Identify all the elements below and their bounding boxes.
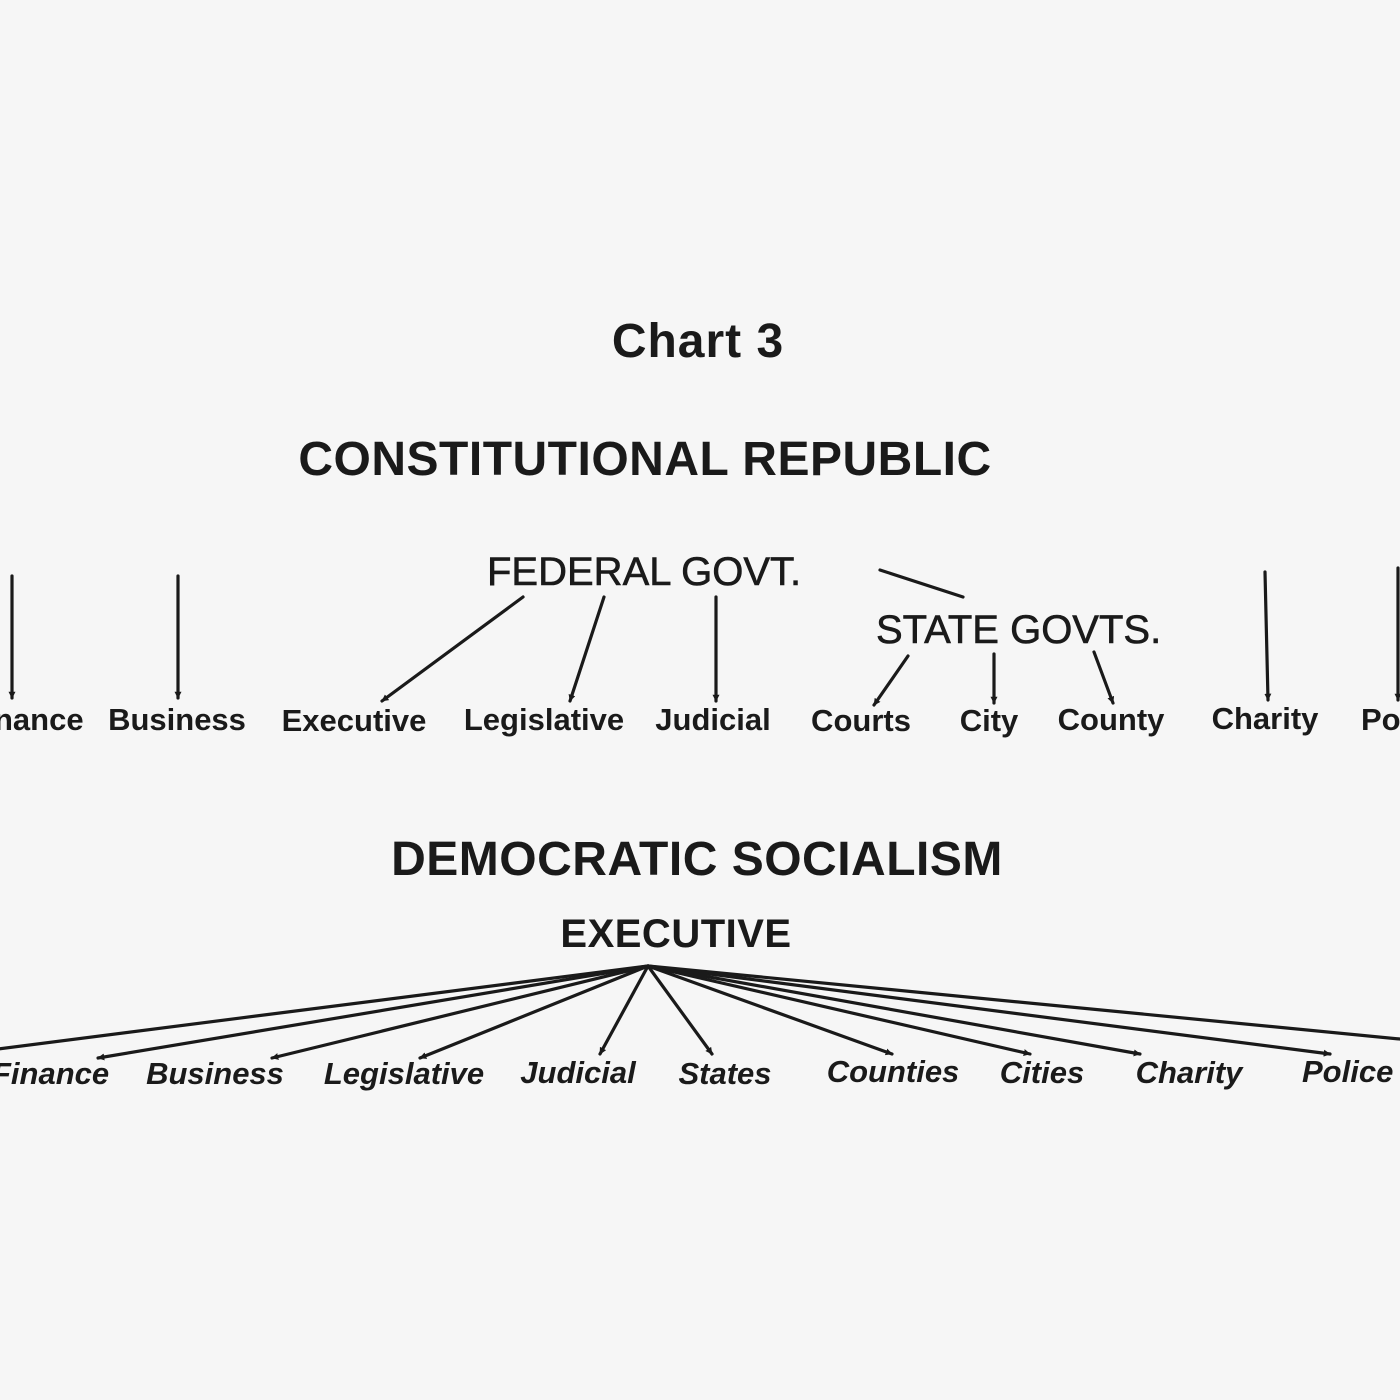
republic-item-finance: nance xyxy=(0,702,84,737)
socialism-item-states: States xyxy=(678,1056,772,1091)
republic-item-executive: Executive xyxy=(281,703,427,738)
arrow-exec-to-charity xyxy=(646,964,1142,1057)
arrow-exec-to-cities xyxy=(646,964,1032,1056)
federal-govt-label: FEDERAL GOVT. xyxy=(487,550,802,594)
republic-item-legislative: Legislative xyxy=(463,702,625,737)
socialism-item-finance: Finance xyxy=(0,1056,110,1091)
arrow-federal-to-legislative xyxy=(568,595,606,703)
socialism-heading: DEMOCRATIC SOCIALISM xyxy=(391,833,1003,886)
arrow-federal-to-executive xyxy=(380,595,525,703)
arrow-to-charity xyxy=(1263,570,1272,702)
republic-item-business: Business xyxy=(108,702,246,737)
socialism-item-police: Police xyxy=(1302,1054,1394,1089)
socialism-item-legislative: Legislative xyxy=(323,1056,485,1091)
arrow-state-to-courts xyxy=(872,654,910,707)
republic-heading: CONSTITUTIONAL REPUBLIC xyxy=(298,433,992,486)
republic-item-charity: Charity xyxy=(1211,701,1319,736)
socialism-item-charity: Charity xyxy=(1135,1055,1243,1090)
republic-item-police: Po xyxy=(1361,702,1400,737)
arrow-state-to-county xyxy=(1092,650,1115,705)
fan-edge-right xyxy=(646,964,1400,1041)
executive-label: EXECUTIVE xyxy=(560,912,792,956)
fan-edge-left xyxy=(0,964,650,1051)
republic-item-judicial: Judicial xyxy=(655,702,771,737)
arrow-exec-to-business xyxy=(270,964,650,1060)
chart-title: Chart 3 xyxy=(611,315,785,368)
arrow-exec-to-police xyxy=(646,964,1332,1057)
republic-item-county: County xyxy=(1057,702,1165,737)
socialism-item-judicial: Judicial xyxy=(520,1055,636,1090)
arrow-exec-to-counties xyxy=(646,964,894,1056)
link-federal-to-state xyxy=(878,568,965,599)
state-govts-label: STATE GOVTS. xyxy=(876,608,1162,652)
republic-item-courts: Courts xyxy=(811,703,911,738)
arrow-exec-to-judicial xyxy=(598,964,650,1056)
arrow-exec-to-finance xyxy=(96,964,650,1061)
socialism-item-counties: Counties xyxy=(826,1054,960,1089)
socialism-item-cities: Cities xyxy=(999,1055,1085,1090)
arrow-exec-to-legislative xyxy=(418,964,650,1060)
republic-item-city: City xyxy=(959,703,1019,738)
socialism-item-business: Business xyxy=(146,1056,284,1091)
arrow-exec-to-states xyxy=(646,964,714,1056)
